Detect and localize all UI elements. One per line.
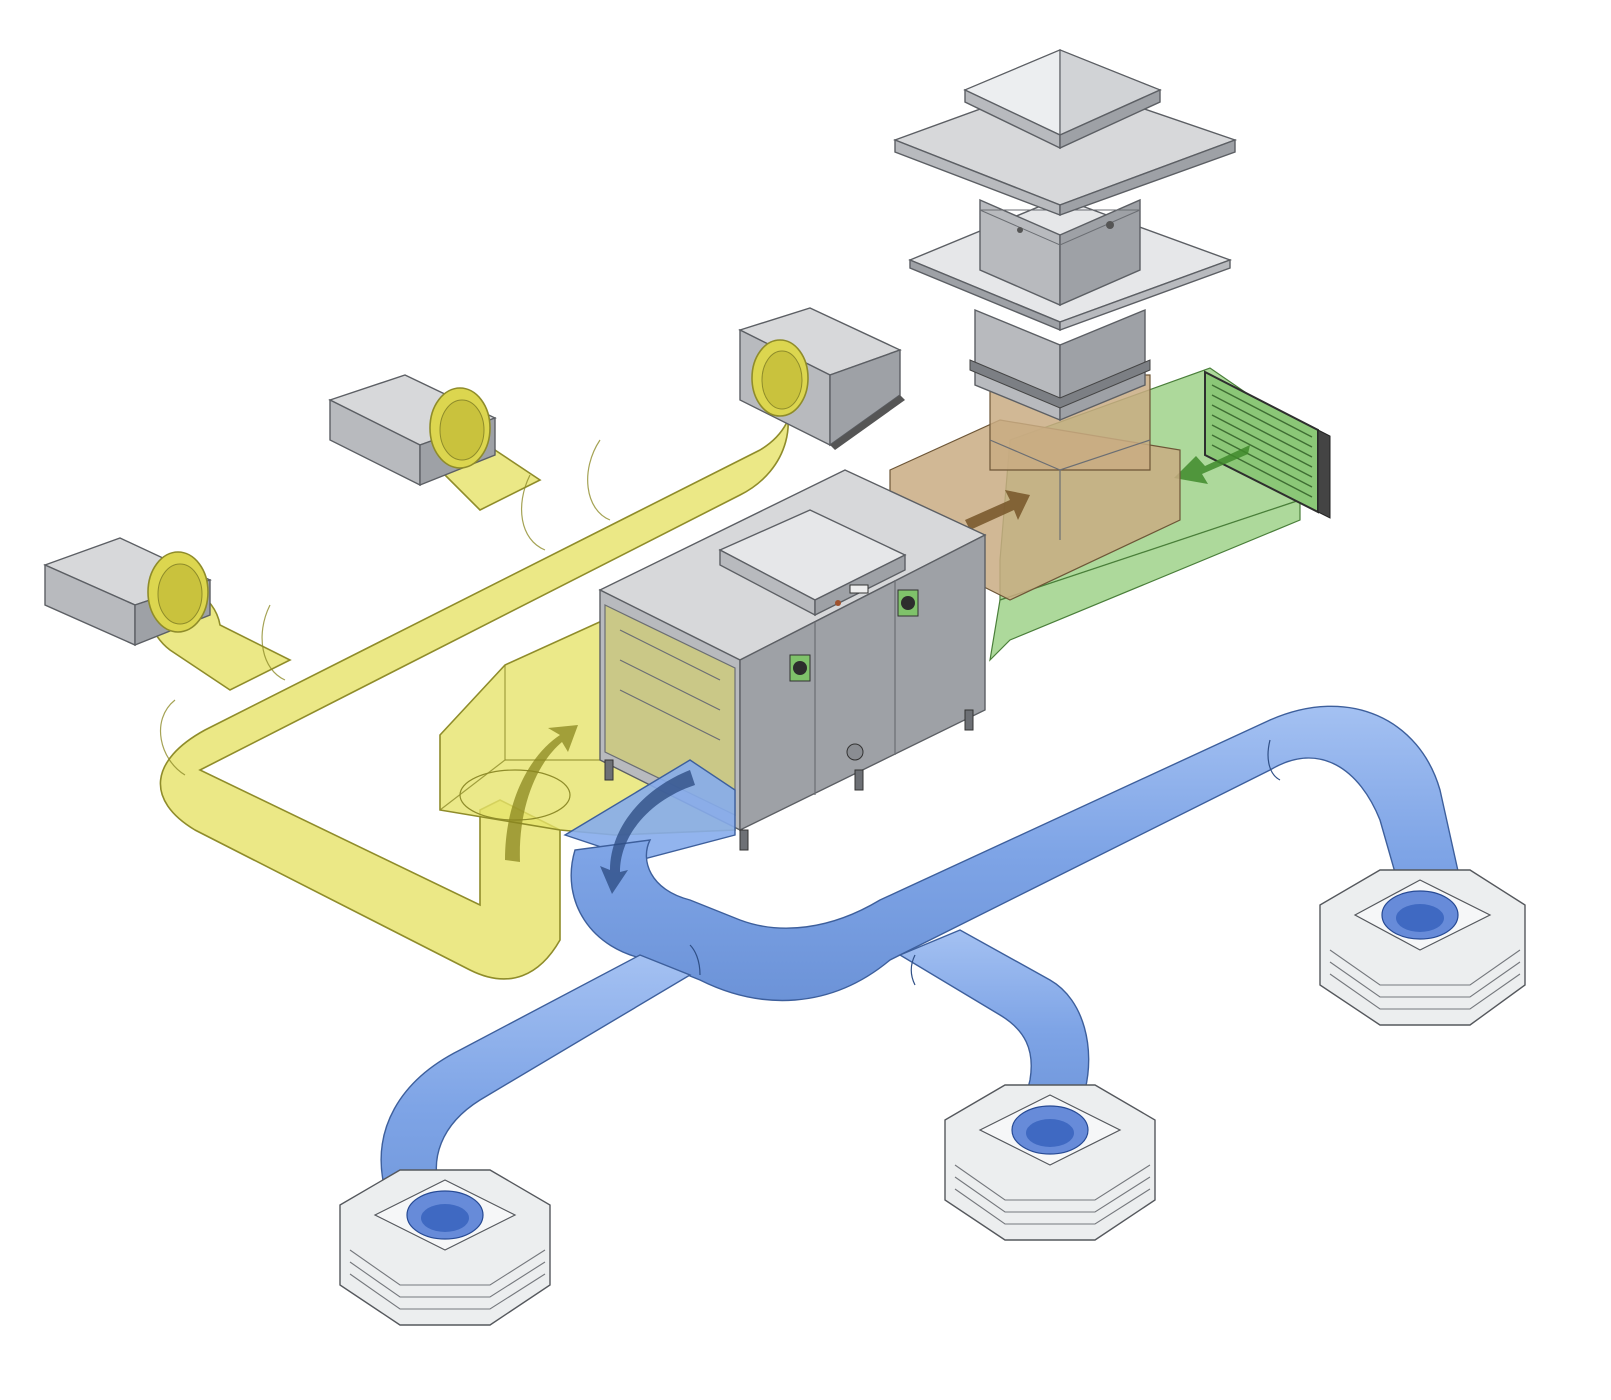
- extract-arrow: [505, 725, 578, 862]
- supply-diffuser-middle: [944, 1084, 1156, 1241]
- aHU-fan-badge-right: [897, 589, 919, 617]
- supply-duct-network: [380, 705, 1461, 1261]
- roof-cowl: [893, 49, 1238, 422]
- outdoor-air-grille: [1204, 370, 1331, 519]
- exhaust-air-arrow: [965, 490, 1030, 530]
- wall-hood-middle: [328, 374, 497, 487]
- air-handling-unit: [598, 469, 987, 851]
- supply-diffuser-right: [1319, 869, 1526, 1026]
- supply-diffuser-left: [339, 1169, 551, 1326]
- aHU-fan-badge-left: [789, 654, 811, 682]
- outdoor-air-arrow: [1174, 445, 1250, 484]
- wall-hood-left: [43, 537, 212, 647]
- supply-arrow: [600, 770, 695, 894]
- wall-hood-right: [738, 307, 905, 450]
